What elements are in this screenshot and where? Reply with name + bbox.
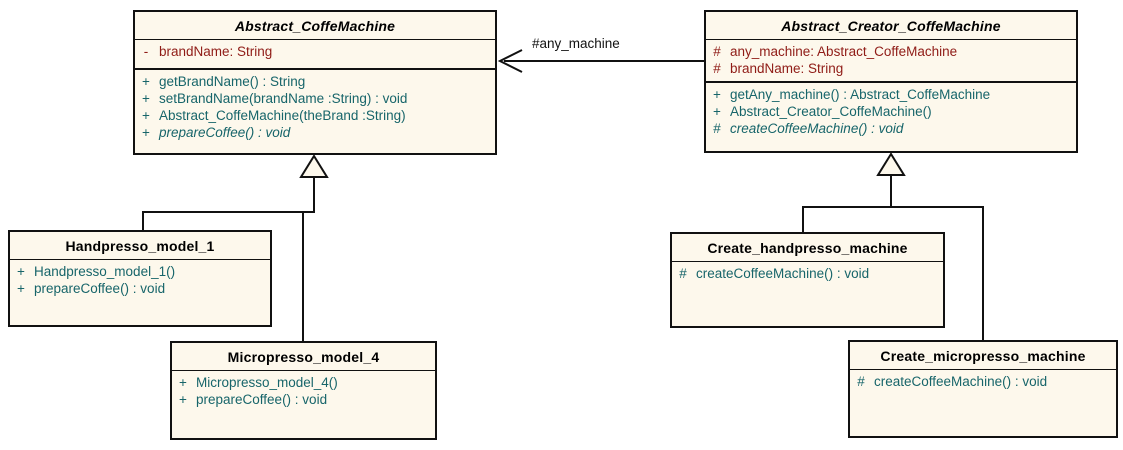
attribute-row: # brandName: String xyxy=(706,60,1076,77)
method-row: + prepareCoffee() : void xyxy=(172,391,435,408)
visibility-marker: # xyxy=(713,44,721,59)
visibility-marker: + xyxy=(713,87,721,102)
visibility-marker: + xyxy=(179,375,187,390)
class-box-abstract-creator-coffe-machine[interactable]: Abstract_Creator_CoffeMachine # any_mach… xyxy=(704,10,1078,153)
visibility-marker: # xyxy=(713,121,721,136)
visibility-marker: # xyxy=(679,266,687,281)
attribute-row: - brandName: String xyxy=(135,43,495,60)
visibility-marker: + xyxy=(142,91,150,106)
method-label: Abstract_Creator_CoffeMachine() xyxy=(730,104,932,119)
method-row: + Handpresso_model_1() xyxy=(10,263,270,280)
visibility-marker: + xyxy=(713,104,721,119)
method-label: Micropresso_model_4() xyxy=(196,375,338,390)
method-row: + prepareCoffee() : void xyxy=(10,280,270,297)
methods-compartment-handpresso-model-1: + Handpresso_model_1() + prepareCoffee()… xyxy=(10,260,270,325)
methods-compartment-abstract-creator-coffe-machine: + getAny_machine() : Abstract_CoffeMachi… xyxy=(706,83,1076,151)
attributes-compartment-abstract-creator-coffe-machine: # any_machine: Abstract_CoffeMachine # b… xyxy=(706,40,1076,83)
method-row: # createCoffeeMachine() : void xyxy=(850,373,1116,390)
association-line-any-machine xyxy=(504,60,706,62)
class-box-micropresso-model-4[interactable]: Micropresso_model_4 + Micropresso_model_… xyxy=(170,341,437,440)
method-label: getBrandName() : String xyxy=(159,74,306,89)
methods-compartment-abstract-coffe-machine: + getBrandName() : String + setBrandName… xyxy=(135,70,495,153)
visibility-marker: + xyxy=(179,392,187,407)
attribute-label: any_machine: Abstract_CoffeMachine xyxy=(730,44,958,59)
method-label: prepareCoffee() : void xyxy=(34,281,166,296)
method-row: + Abstract_CoffeMachine(theBrand :String… xyxy=(135,107,495,124)
method-label: Handpresso_model_1() xyxy=(34,264,176,279)
method-label: getAny_machine() : Abstract_CoffeMachine xyxy=(730,87,991,102)
generalization-branch-create-handpresso xyxy=(802,206,804,234)
method-row: + Micropresso_model_4() xyxy=(172,374,435,391)
method-row: # createCoffeeMachine() : void xyxy=(672,265,943,282)
association-label-any-machine: #any_machine xyxy=(532,36,620,51)
method-label: createCoffeeMachine() : void xyxy=(874,374,1048,389)
class-box-create-handpresso-machine[interactable]: Create_handpresso_machine # createCoffee… xyxy=(670,232,945,328)
method-label: setBrandName(brandName :String) : void xyxy=(159,91,408,106)
methods-compartment-micropresso-model-4: + Micropresso_model_4() + prepareCoffee(… xyxy=(172,371,435,438)
method-label: Abstract_CoffeMachine(theBrand :String) xyxy=(159,108,406,123)
generalization-bar-left xyxy=(142,211,315,213)
method-row: + setBrandName(brandName :String) : void xyxy=(135,90,495,107)
method-row: + prepareCoffee() : void xyxy=(135,124,495,141)
method-row: + getAny_machine() : Abstract_CoffeMachi… xyxy=(706,86,1076,103)
generalization-stem-right xyxy=(890,174,892,208)
generalization-branch-handpresso xyxy=(142,211,144,232)
class-title-abstract-creator-coffe-machine: Abstract_Creator_CoffeMachine xyxy=(706,12,1076,40)
visibility-marker: # xyxy=(713,61,721,76)
class-title-create-handpresso-machine: Create_handpresso_machine xyxy=(672,234,943,262)
method-row: + Abstract_Creator_CoffeMachine() xyxy=(706,103,1076,120)
class-title-create-micropresso-machine: Create_micropresso_machine xyxy=(850,342,1116,370)
generalization-branch-micropresso xyxy=(302,211,304,343)
class-title-abstract-coffe-machine: Abstract_CoffeMachine xyxy=(135,12,495,40)
class-box-create-micropresso-machine[interactable]: Create_micropresso_machine # createCoffe… xyxy=(848,340,1118,438)
generalization-bar-right xyxy=(802,206,984,208)
association-arrowhead-open xyxy=(497,49,523,73)
generalization-stem-left xyxy=(313,176,315,213)
method-label: createCoffeeMachine() : void xyxy=(696,266,870,281)
attributes-compartment-abstract-coffe-machine: - brandName: String xyxy=(135,40,495,70)
methods-compartment-create-micropresso-machine: # createCoffeeMachine() : void xyxy=(850,370,1116,436)
visibility-marker: # xyxy=(857,374,865,389)
visibility-marker: + xyxy=(142,125,150,140)
method-label: prepareCoffee() : void xyxy=(159,125,291,140)
class-box-handpresso-model-1[interactable]: Handpresso_model_1 + Handpresso_model_1(… xyxy=(8,230,272,327)
visibility-marker: + xyxy=(142,74,150,89)
visibility-marker: + xyxy=(142,108,150,123)
attribute-row: # any_machine: Abstract_CoffeMachine xyxy=(706,43,1076,60)
class-box-abstract-coffe-machine[interactable]: Abstract_CoffeMachine - brandName: Strin… xyxy=(133,10,497,155)
method-label: prepareCoffee() : void xyxy=(196,392,328,407)
attribute-label: brandName: String xyxy=(159,44,273,59)
class-title-micropresso-model-4: Micropresso_model_4 xyxy=(172,343,435,371)
method-row: # createCoffeeMachine() : void xyxy=(706,120,1076,137)
attribute-label: brandName: String xyxy=(730,61,844,76)
method-row: + getBrandName() : String xyxy=(135,73,495,90)
visibility-marker: + xyxy=(17,281,25,296)
class-title-handpresso-model-1: Handpresso_model_1 xyxy=(10,232,270,260)
visibility-marker: - xyxy=(143,44,149,59)
visibility-marker: + xyxy=(17,264,25,279)
methods-compartment-create-handpresso-machine: # createCoffeeMachine() : void xyxy=(672,262,943,326)
generalization-branch-create-micropresso xyxy=(982,206,984,342)
method-label: createCoffeeMachine() : void xyxy=(730,121,904,136)
